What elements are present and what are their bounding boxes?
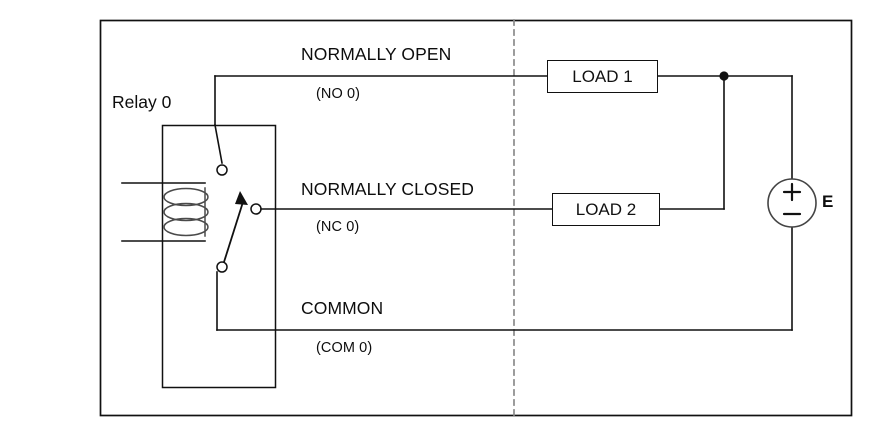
no-terminal-drop	[214, 124, 223, 164]
coil-turn-1	[163, 187, 209, 207]
load-2-label: LOAD 2	[575, 199, 637, 219]
normally-closed-label: NORMALLY CLOSED	[301, 179, 474, 199]
source-label: E	[822, 192, 834, 211]
coil-turn-3	[163, 217, 209, 237]
normally-open-code: (NO 0)	[316, 86, 361, 102]
relay-body-box	[161, 124, 277, 389]
no-terminal-dot	[216, 164, 228, 176]
junction-dot	[719, 71, 729, 81]
load-1-label: LOAD 1	[572, 66, 633, 86]
coil-turn-2	[163, 202, 209, 222]
com-terminal-dot	[216, 261, 228, 273]
common-label: COMMON	[301, 298, 384, 318]
normally-closed-code: (NC 0)	[316, 219, 360, 235]
source-polarity	[782, 182, 802, 216]
load-2-box: LOAD 2	[552, 193, 660, 226]
relay-coil	[163, 187, 209, 237]
outer-frame	[99, 19, 853, 417]
armature-arrow	[222, 191, 248, 264]
load-1-box: LOAD 1	[547, 60, 658, 93]
normally-open-label: NORMALLY OPEN	[301, 44, 452, 64]
nc-terminal-dot	[250, 203, 262, 215]
voltage-source-circle	[767, 178, 817, 228]
common-code: (COM 0)	[316, 340, 373, 356]
relay-label: Relay 0	[112, 92, 172, 112]
